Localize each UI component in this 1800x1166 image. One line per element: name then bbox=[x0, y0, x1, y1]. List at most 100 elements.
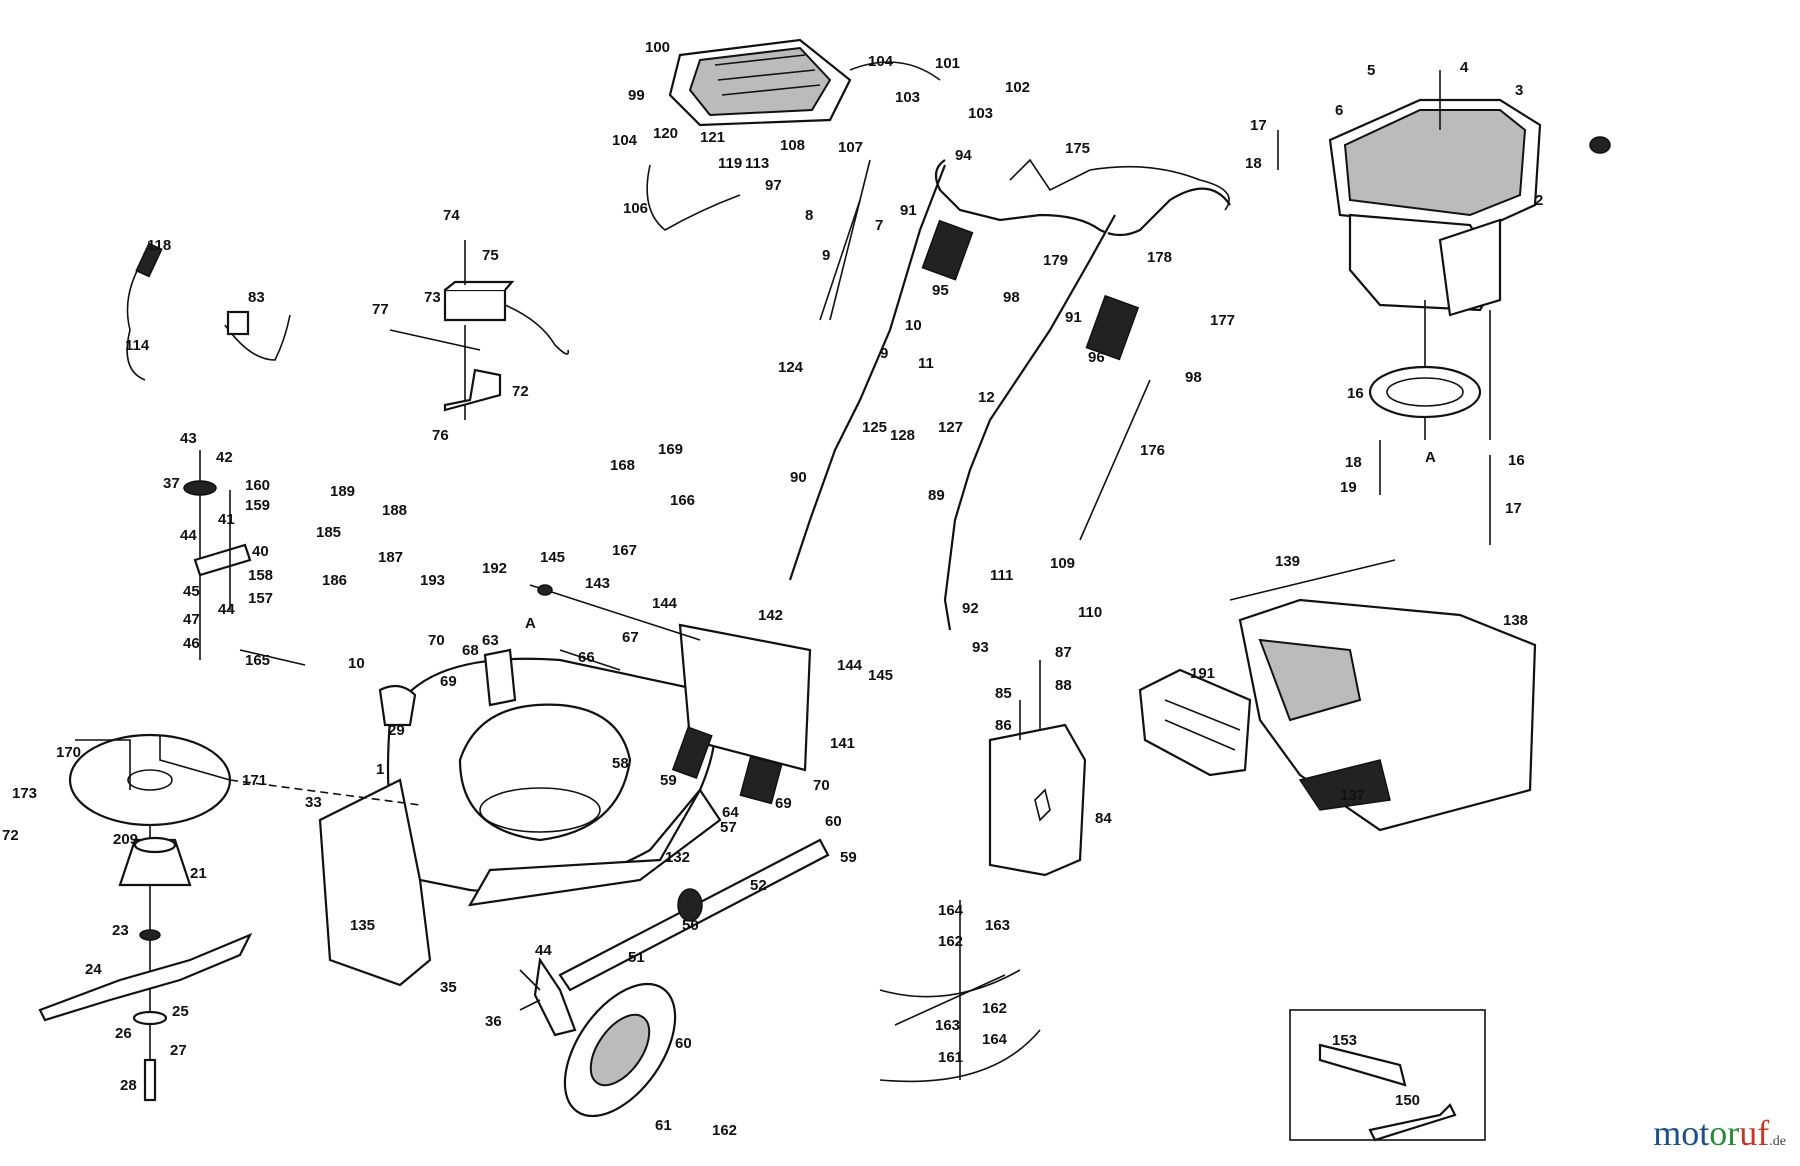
part-label: 83 bbox=[248, 289, 265, 306]
part-label: 89 bbox=[928, 487, 945, 504]
part-label: 102 bbox=[1005, 79, 1030, 96]
part-label: 46 bbox=[183, 635, 200, 652]
part-label: 9 bbox=[880, 345, 888, 362]
part-label: 73 bbox=[424, 289, 441, 306]
part-label: 95 bbox=[932, 282, 949, 299]
part-label: 139 bbox=[1275, 553, 1300, 570]
part-label: 21 bbox=[190, 865, 207, 882]
part-label: 27 bbox=[170, 1042, 187, 1059]
part-label: 91 bbox=[900, 202, 917, 219]
part-label: 145 bbox=[540, 549, 565, 566]
part-label: 162 bbox=[712, 1122, 737, 1139]
inset-tools bbox=[1289, 1009, 1486, 1142]
part-label: 51 bbox=[628, 949, 645, 966]
part-label: 72 bbox=[512, 383, 529, 400]
part-label: 104 bbox=[612, 132, 638, 149]
part-label: 165 bbox=[245, 652, 270, 669]
part-label: 85 bbox=[995, 685, 1012, 702]
part-label: 36 bbox=[485, 1013, 502, 1030]
control-box bbox=[646, 38, 941, 231]
part-label: 50 bbox=[682, 917, 699, 934]
part-label: 141 bbox=[830, 735, 855, 752]
handle-frame bbox=[788, 158, 1231, 631]
part-label: 64 bbox=[722, 804, 739, 821]
part-label: 11 bbox=[918, 355, 934, 372]
part-label: 44 bbox=[180, 527, 197, 544]
watermark-logo: motoruf.de bbox=[1653, 1112, 1786, 1154]
part-label: 68 bbox=[462, 642, 479, 659]
battery-box bbox=[389, 240, 570, 420]
part-label: 67 bbox=[622, 629, 639, 646]
part-label: 10 bbox=[905, 317, 922, 334]
part-label: 157 bbox=[248, 590, 273, 607]
cable-accessories bbox=[126, 242, 291, 381]
part-label: A bbox=[1425, 449, 1436, 466]
part-label: 75 bbox=[482, 247, 499, 264]
watermark-part1: mot bbox=[1653, 1113, 1710, 1153]
part-label: 57 bbox=[720, 819, 737, 836]
part-label: 103 bbox=[895, 89, 920, 106]
part-label: 108 bbox=[780, 137, 805, 154]
part-label: 5 bbox=[1367, 62, 1375, 79]
part-label: 168 bbox=[610, 457, 635, 474]
part-label: 177 bbox=[1210, 312, 1235, 329]
part-label: 145 bbox=[868, 667, 893, 684]
part-label: 101 bbox=[935, 55, 960, 72]
watermark-part2: or bbox=[1709, 1113, 1740, 1153]
part-label: 161 bbox=[938, 1049, 963, 1066]
part-label: 170 bbox=[56, 744, 81, 761]
part-label: 179 bbox=[1043, 252, 1068, 269]
part-label: 70 bbox=[813, 777, 830, 794]
part-label: 109 bbox=[1050, 555, 1075, 572]
part-label: 153 bbox=[1332, 1032, 1357, 1049]
part-label: 93 bbox=[972, 639, 989, 656]
part-label: 60 bbox=[825, 813, 842, 830]
part-label: 8 bbox=[805, 207, 813, 224]
part-label: 24 bbox=[85, 961, 102, 978]
part-label: 111 bbox=[990, 567, 1013, 584]
part-label: 103 bbox=[968, 105, 993, 122]
part-label: 189 bbox=[330, 483, 355, 500]
rear-flap bbox=[988, 660, 1087, 877]
part-label: 12 bbox=[978, 389, 995, 406]
part-label: 29 bbox=[388, 722, 405, 739]
part-label: 69 bbox=[440, 673, 457, 690]
part-label: 107 bbox=[838, 139, 863, 156]
part-label: 137 bbox=[1340, 787, 1365, 804]
part-label: 113 bbox=[745, 155, 769, 172]
part-label: 186 bbox=[322, 572, 347, 589]
part-label: 100 bbox=[645, 39, 670, 56]
part-label: 84 bbox=[1095, 810, 1112, 827]
part-label: 1 bbox=[376, 761, 384, 778]
part-label: 124 bbox=[778, 359, 804, 376]
watermark-tld: .de bbox=[1769, 1134, 1786, 1149]
part-label: 192 bbox=[482, 560, 507, 577]
part-label: 166 bbox=[670, 492, 695, 509]
part-label: 114 bbox=[125, 337, 150, 354]
part-label: 132 bbox=[665, 849, 690, 866]
rear-axle-wheel bbox=[519, 838, 830, 1118]
part-label: 173 bbox=[12, 785, 37, 802]
grass-bag bbox=[1138, 559, 1537, 832]
part-label: 66 bbox=[578, 649, 595, 666]
part-label: 44 bbox=[218, 601, 235, 618]
part-label: 167 bbox=[612, 542, 637, 559]
part-label: 188 bbox=[382, 502, 407, 519]
part-label: 106 bbox=[623, 200, 648, 217]
part-label: 87 bbox=[1055, 644, 1072, 661]
part-label: 90 bbox=[790, 469, 807, 486]
part-label: 98 bbox=[1185, 369, 1202, 386]
part-label: 7 bbox=[875, 217, 883, 234]
part-label: 6 bbox=[1335, 102, 1343, 119]
leader-lines bbox=[879, 900, 1041, 1083]
part-label: 118 bbox=[147, 237, 171, 254]
part-label: 16 bbox=[1508, 452, 1525, 469]
part-label: 128 bbox=[890, 427, 915, 444]
part-label: 187 bbox=[378, 549, 403, 566]
part-label: 33 bbox=[305, 794, 322, 811]
part-label: 76 bbox=[432, 427, 449, 444]
part-label: 47 bbox=[183, 611, 200, 628]
part-label: 58 bbox=[612, 755, 629, 772]
part-label: 175 bbox=[1065, 140, 1090, 157]
